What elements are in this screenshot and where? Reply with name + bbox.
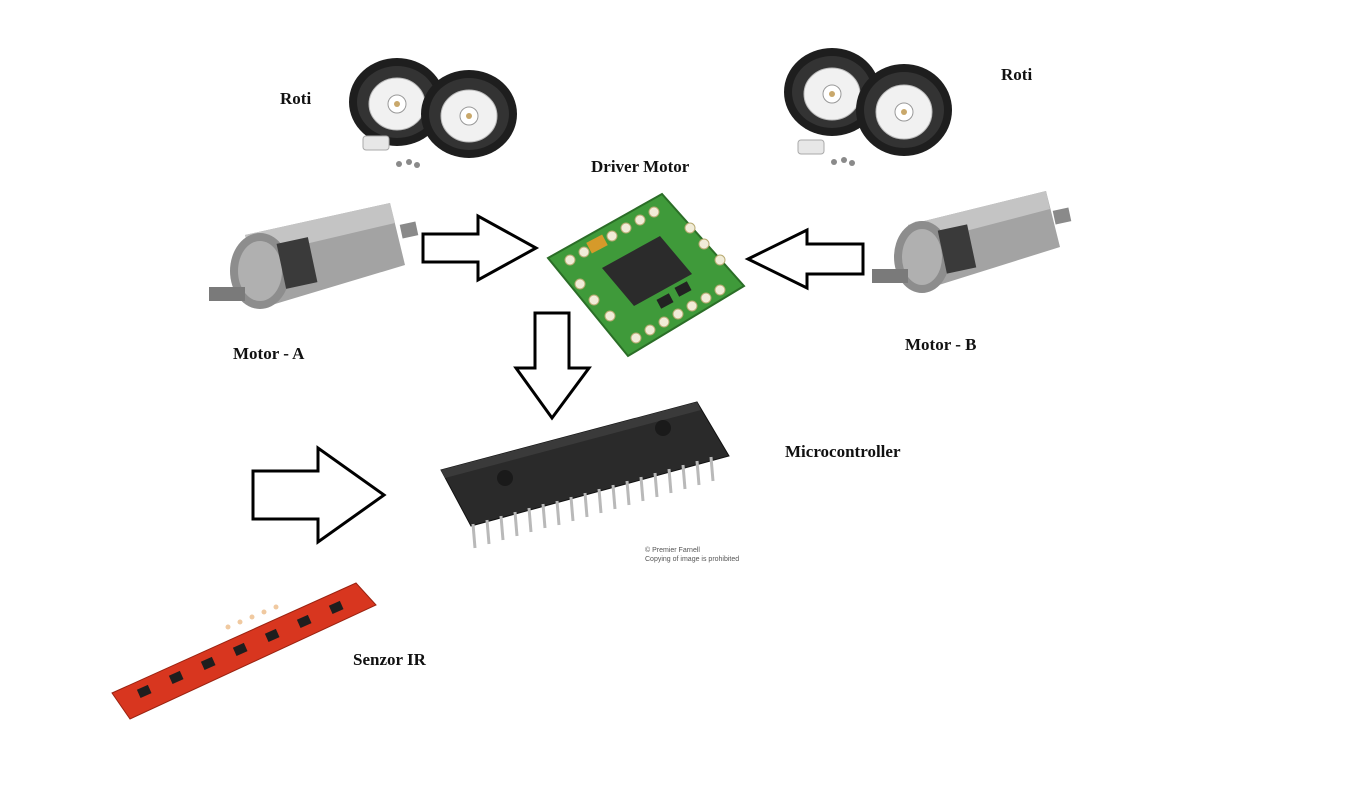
wheels-right-image bbox=[784, 48, 952, 166]
ir-sensor-label: Senzor IR bbox=[353, 650, 426, 669]
driver-motor-label: Driver Motor bbox=[591, 157, 690, 176]
wheels-left-label: Roti bbox=[280, 89, 312, 108]
wheels-right-label: Roti bbox=[1001, 65, 1033, 84]
wheel-back bbox=[349, 58, 445, 146]
arrow-driver-to-microcontroller bbox=[513, 311, 592, 421]
arrow-sensor-to-microcontroller bbox=[251, 445, 387, 545]
image-credit-line1: © Premier Farnell bbox=[645, 547, 700, 554]
driver-motor-image bbox=[546, 192, 746, 358]
microcontroller-image bbox=[440, 401, 730, 549]
microcontroller-label: Microcontroller bbox=[785, 442, 901, 461]
wheel-back bbox=[784, 48, 880, 136]
arrow-motor-b-to-driver bbox=[744, 227, 865, 291]
image-credit-line2: Copying of image is prohibited bbox=[645, 556, 740, 563]
wheels-left-image bbox=[349, 58, 517, 168]
motor-b-image bbox=[872, 191, 1072, 293]
image-credit: © Premier Farnell Copying of image is pr… bbox=[645, 546, 739, 564]
wheel-front bbox=[421, 70, 517, 158]
motor-a-image bbox=[209, 203, 419, 309]
motor-b-label: Motor - B bbox=[905, 335, 977, 354]
motor-a-label: Motor - A bbox=[233, 344, 305, 363]
ir-sensor-image bbox=[111, 582, 377, 720]
wheel-front bbox=[856, 64, 952, 156]
arrow-motor-a-to-driver bbox=[421, 213, 540, 283]
